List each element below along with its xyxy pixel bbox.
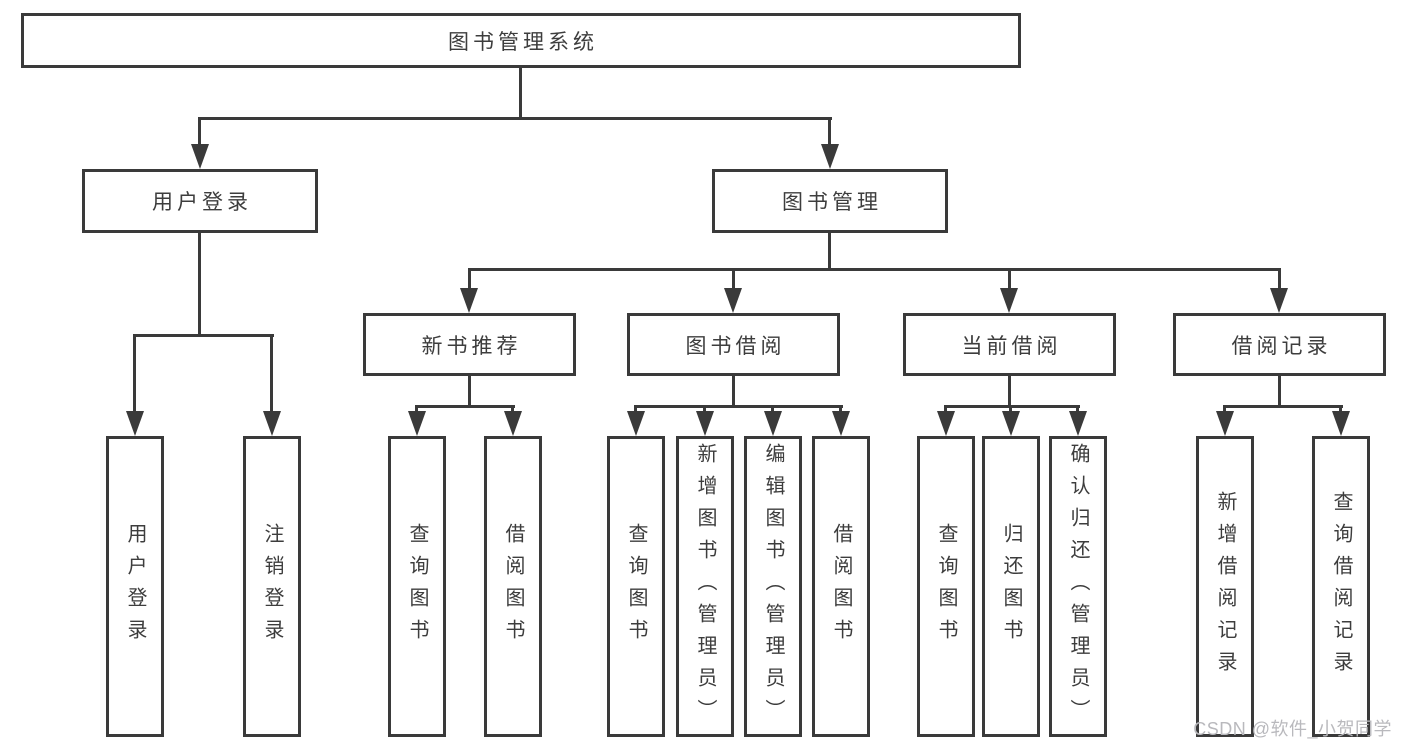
leaf-add-borrow-record: 新增借阅记录: [1196, 436, 1254, 737]
connector-line: [1009, 405, 1012, 414]
node-new-book-recommendation: 新书推荐: [363, 313, 576, 376]
leaf-edit-books-admin: 编辑图书（管理员）: [744, 436, 802, 737]
connector-line: [828, 233, 831, 271]
arrow-down-icon: [1000, 288, 1018, 313]
connector-line: [468, 268, 471, 290]
node-borrow-records: 借阅记录: [1173, 313, 1386, 376]
arrow-down-icon: [191, 144, 209, 169]
node-new-book-recommendation-label: 新书推荐: [421, 334, 522, 358]
node-root: 图书管理系统: [21, 13, 1021, 68]
connector-line: [198, 117, 832, 120]
connector-line: [634, 405, 637, 414]
leaf-query-books-current: 查询图书: [917, 436, 975, 737]
leaf-query-borrow-record-label: 查询借阅记录: [1330, 490, 1352, 683]
connector-line: [468, 375, 471, 408]
leaf-query-books-recommend-label: 查询图书: [406, 522, 428, 651]
connector-line: [270, 334, 273, 413]
connector-line: [1008, 268, 1011, 290]
connector-line: [1223, 405, 1226, 414]
leaf-add-books-admin: 新增图书（管理员）: [676, 436, 734, 737]
node-user-login: 用户登录: [82, 169, 318, 233]
leaf-query-books-current-label: 查询图书: [935, 522, 957, 651]
node-root-label: 图书管理系统: [448, 30, 598, 54]
connector-line: [133, 334, 136, 413]
connector-line: [944, 405, 947, 414]
connector-line: [511, 405, 514, 414]
leaf-borrow-books-borrowing-label: 借阅图书: [830, 522, 852, 651]
connector-line: [415, 405, 418, 414]
leaf-query-books-borrowing-label: 查询图书: [625, 522, 647, 651]
node-book-management: 图书管理: [712, 169, 948, 233]
connector-line: [732, 375, 735, 408]
connector-line: [519, 68, 522, 118]
arrow-down-icon: [724, 288, 742, 313]
arrow-down-icon: [696, 411, 714, 436]
node-current-borrowing: 当前借阅: [903, 313, 1116, 376]
connector-line: [703, 405, 706, 414]
leaf-confirm-return-admin: 确认归还（管理员）: [1049, 436, 1107, 737]
arrow-down-icon: [460, 288, 478, 313]
leaf-logout-label: 注销登录: [261, 522, 283, 651]
connector-line: [1339, 405, 1342, 414]
connector-line: [839, 405, 842, 414]
leaf-query-books-borrowing: 查询图书: [607, 436, 665, 737]
arrow-down-icon: [764, 411, 782, 436]
leaf-return-books: 归还图书: [982, 436, 1040, 737]
leaf-add-books-admin-label: 新增图书（管理员）: [694, 442, 716, 731]
node-book-borrowing: 图书借阅: [627, 313, 840, 376]
arrow-down-icon: [1270, 288, 1288, 313]
leaf-borrow-books-borrowing: 借阅图书: [812, 436, 870, 737]
leaf-logout: 注销登录: [243, 436, 301, 737]
arrow-down-icon: [263, 411, 281, 436]
connector-line: [828, 117, 831, 146]
connector-line: [1076, 405, 1079, 414]
arrow-down-icon: [126, 411, 144, 436]
connector-line: [468, 268, 1281, 271]
arrow-down-icon: [627, 411, 645, 436]
leaf-user-login: 用户登录: [106, 436, 164, 737]
connector-line: [771, 405, 774, 414]
connector-line: [634, 405, 843, 408]
leaf-borrow-books-recommend: 借阅图书: [484, 436, 542, 737]
arrow-down-icon: [1002, 411, 1020, 436]
arrow-down-icon: [1216, 411, 1234, 436]
connector-line: [944, 405, 1080, 408]
connector-line: [198, 233, 201, 337]
leaf-user-login-label: 用户登录: [124, 522, 146, 651]
node-book-management-label: 图书管理: [782, 191, 882, 214]
connector-line: [732, 268, 735, 290]
leaf-borrow-books-recommend-label: 借阅图书: [502, 522, 524, 651]
node-current-borrowing-label: 当前借阅: [961, 334, 1062, 358]
arrow-down-icon: [937, 411, 955, 436]
arrow-down-icon: [1069, 411, 1087, 436]
csdn-watermark: CSDN @软件_小贺同学: [1193, 719, 1392, 739]
arrow-down-icon: [821, 144, 839, 169]
arrow-down-icon: [408, 411, 426, 436]
connector-line: [1278, 268, 1281, 290]
connector-line: [1223, 405, 1343, 408]
node-borrow-records-label: 借阅记录: [1231, 334, 1332, 358]
connector-line: [198, 117, 201, 146]
leaf-return-books-label: 归还图书: [1000, 522, 1022, 651]
leaf-confirm-return-admin-label: 确认归还（管理员）: [1067, 442, 1089, 731]
arrow-down-icon: [1332, 411, 1350, 436]
node-user-login-label: 用户登录: [152, 191, 252, 214]
connector-line: [1278, 375, 1281, 408]
leaf-query-borrow-record: 查询借阅记录: [1312, 436, 1370, 737]
leaf-query-books-recommend: 查询图书: [388, 436, 446, 737]
connector-line: [415, 405, 515, 408]
arrow-down-icon: [504, 411, 522, 436]
leaf-edit-books-admin-label: 编辑图书（管理员）: [762, 442, 784, 731]
leaf-add-borrow-record-label: 新增借阅记录: [1214, 490, 1236, 683]
connector-line: [1008, 375, 1011, 408]
arrow-down-icon: [832, 411, 850, 436]
connector-line: [133, 334, 274, 337]
node-book-borrowing-label: 图书借阅: [685, 334, 786, 358]
